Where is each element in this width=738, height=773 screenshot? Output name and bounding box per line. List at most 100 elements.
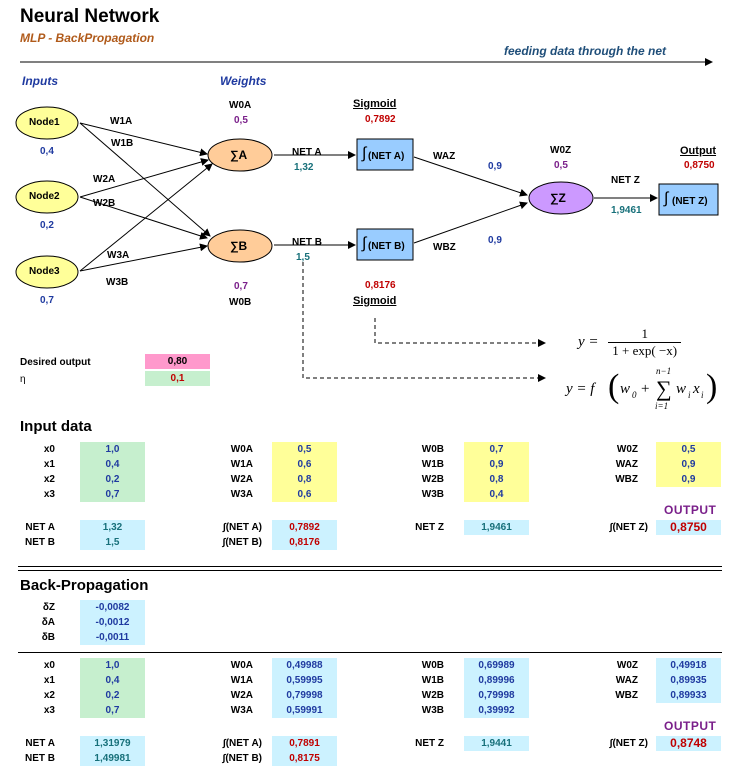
input-netz-value-0: 1,9461 (464, 520, 529, 535)
neuron-term-sub: i (688, 390, 691, 400)
backprop-title: Back-Propagation (20, 577, 149, 594)
neuron-lower: i=1 (655, 401, 669, 411)
input-sig-label-1: ∫(NET B) (222, 537, 262, 548)
input-x-label-2: x2 (43, 474, 55, 485)
input-x-label-0: x0 (43, 444, 55, 455)
sigmoid-numerator: 1 (608, 326, 682, 343)
sigmoid-lhs: y = (578, 333, 599, 350)
bp-wa-label-0: W0A (230, 660, 253, 671)
node3-shape (15, 255, 79, 289)
w0b-label: W0B (229, 297, 252, 308)
input-wb-value-1: 0,9 (464, 457, 529, 472)
input-wb-label-2: W2B (421, 474, 444, 485)
input-net-value-0: 1,32 (80, 520, 145, 535)
input-wa-value-1: 0,6 (272, 457, 337, 472)
page-subtitle: MLP - BackPropagation (20, 31, 155, 45)
node2-shape (15, 180, 79, 214)
edge-w3a (79, 163, 213, 272)
edge-label-w3a: W3A (107, 250, 130, 261)
bp-x-label-2: x2 (43, 690, 55, 701)
bp-wz-label-0: W0Z (616, 660, 638, 671)
edge-wbz (413, 201, 528, 244)
bp-net-value-0: 1,31979 (80, 736, 145, 751)
input-data-title: Input data (20, 418, 92, 435)
inputs-label: Inputs (22, 74, 58, 88)
net-b-label: NET B (292, 237, 322, 248)
bp-net-label-1: NET B (25, 753, 55, 764)
neuron-w0-sub: 0 (632, 390, 637, 400)
neuron-lhs: y = f (566, 381, 595, 397)
network-diagram (15, 58, 719, 382)
feed-label: feeding data through the net (504, 44, 666, 58)
input-wb-label-1: W1B (421, 459, 444, 470)
bp-wa-value-1: 0,59995 (272, 673, 337, 688)
input-net-label-0: NET A (25, 522, 55, 533)
output-value: 0,8750 (684, 160, 715, 171)
bp-x-value-1: 0,4 (80, 673, 145, 688)
bp-wb-value-1: 0,89996 (464, 673, 529, 688)
bp-output-label: OUTPUT (664, 719, 717, 733)
edge-w2b (79, 196, 208, 240)
page-title: Neural Network (20, 6, 160, 27)
bp-wz-label-1: WAZ (615, 675, 638, 686)
node2-label: Node2 (29, 191, 60, 202)
input-wb-value-0: 0,7 (464, 442, 529, 457)
section-divider-top (18, 566, 722, 567)
integral-a-icon: ∫ (362, 145, 367, 162)
sigmoid-bottom-label: Sigmoid (353, 295, 397, 307)
bp-x-value-2: 0,2 (80, 688, 145, 703)
input-sig-label-0: ∫(NET A) (222, 522, 262, 533)
sigmoid-b-value: 0,8176 (365, 280, 396, 291)
bp-x-label-1: x1 (43, 675, 55, 686)
bp-x-value-3: 0,7 (80, 703, 145, 718)
input-wa-label-3: W3A (230, 489, 253, 500)
net-z-value: 1,9461 (611, 205, 642, 216)
sum-b-shape (207, 229, 273, 263)
input-edges (79, 122, 658, 272)
input-wz-label-0: W0Z (616, 444, 638, 455)
bp-wa-label-3: W3A (230, 705, 253, 716)
w0a-label: W0A (229, 100, 252, 111)
input-netz-label-0: NET Z (415, 522, 444, 533)
w0a-value: 0,5 (234, 115, 248, 126)
edge-label-w2a: W2A (93, 174, 116, 185)
desired-output-label: Desired output (20, 357, 91, 368)
bp-wb-value-0: 0,69989 (464, 658, 529, 673)
bp-wb-label-0: W0B (421, 660, 444, 671)
edge-w2a (79, 158, 209, 198)
input-wz-value-2: 0,9 (656, 472, 721, 487)
input-x-value-2: 0,2 (80, 472, 145, 487)
neuron-x-sub: i (701, 390, 704, 400)
wbz-value: 0,9 (488, 235, 502, 246)
bp-wb-label-2: W2B (421, 690, 444, 701)
edge-label-w2b: W2B (93, 198, 116, 209)
bp-x-label-3: x3 (43, 705, 55, 716)
input-wz-label-1: WAZ (615, 459, 638, 470)
bp-delta-value-2: -0,0011 (80, 630, 145, 645)
bp-netz-value-0: 1,9441 (464, 736, 529, 751)
bp-delta-label-0: δZ (42, 602, 55, 613)
bp-wa-value-0: 0,49988 (272, 658, 337, 673)
node2-value: 0,2 (40, 220, 54, 231)
input-wb-label-3: W3B (421, 489, 444, 500)
neuron-plus: + (641, 381, 650, 397)
sigmoid-b-box-label: (NET B) (368, 241, 405, 252)
neuron-connector (302, 262, 546, 382)
input-sig-value-0: 0,7892 (272, 520, 337, 535)
bp-wz-value-0: 0,49918 (656, 658, 721, 673)
weights-label: Weights (220, 74, 267, 88)
node1-value: 0,4 (40, 146, 54, 157)
edge-label-w1a: W1A (110, 116, 133, 127)
eta-label: η (20, 374, 26, 385)
formula-connectors (302, 262, 546, 382)
input-output-label: OUTPUT (664, 503, 717, 517)
neuron-term-w: w (676, 381, 687, 397)
input-x-value-3: 0,7 (80, 487, 145, 502)
bp-delta-label-1: δA (41, 617, 55, 628)
input-wz-label-2: WBZ (615, 474, 638, 485)
net-b-value: 1,5 (296, 252, 310, 263)
edge-label-w1b: W1B (111, 138, 134, 149)
bp-wz-value-1: 0,89935 (656, 673, 721, 688)
bp-sig-value-1: 0,8175 (272, 751, 337, 766)
net-z-label: NET Z (611, 175, 640, 186)
